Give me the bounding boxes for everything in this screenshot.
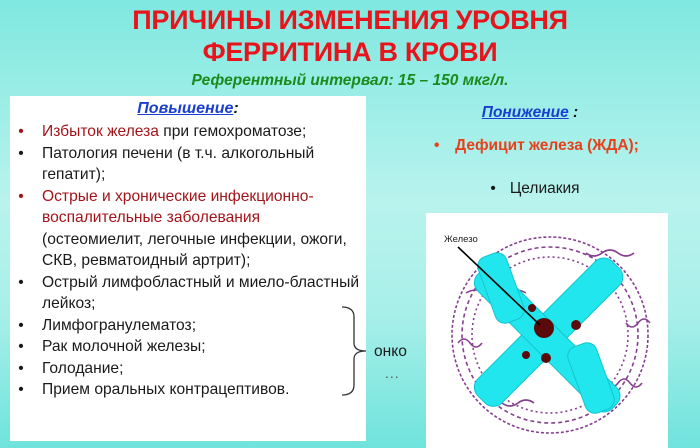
bullet-icon: •: [18, 144, 24, 162]
increase-panel: Повышение: • Избыток железа при гемохром…: [10, 96, 366, 441]
list-item: • Прием оральных контрацептивов.: [10, 379, 366, 401]
list-item: • Лимфогранулематоз;: [10, 315, 366, 337]
bullet-icon: •: [18, 316, 24, 334]
reference-interval: Референтный интервал: 15 – 150 мкг/л.: [191, 72, 509, 89]
decrease-item-1: • Дефицит железа (ЖДА);: [434, 137, 639, 154]
list-item: • Патология печени (в т.ч. алкогольный г…: [10, 143, 366, 186]
curly-brace-icon: [341, 306, 367, 396]
list-item: • Голодание;: [10, 358, 366, 380]
increase-list: • Избыток железа при гемохроматозе; • Па…: [10, 121, 366, 401]
ferritin-structure-image: Железо: [426, 213, 668, 448]
title-line-1: ПРИЧИНЫ ИЗМЕНЕНИЯ УРОВНЯ: [132, 5, 568, 35]
page-title: ПРИЧИНЫ ИЗМЕНЕНИЯ УРОВНЯ ФЕРРИТИНА В КРО…: [0, 4, 700, 68]
list-item: • Острые и хронические инфекционно-воспа…: [10, 186, 366, 272]
decrease-item-2: •Целиакия: [490, 180, 580, 197]
bullet-icon: •: [18, 359, 24, 377]
iron-label: Железо: [444, 234, 478, 245]
onko-ellipsis: ...: [385, 365, 400, 381]
increase-heading: Повышение:: [137, 100, 239, 117]
bullet-icon: •: [18, 381, 24, 398]
title-line-2: ФЕРРИТИНА В КРОВИ: [202, 37, 498, 67]
bullet-icon: •: [18, 338, 24, 355]
ferritin-molecule-icon: [451, 236, 651, 434]
bullet-icon: •: [18, 123, 24, 140]
list-item: • Острый лимфобластный и миело-бластный …: [10, 272, 366, 315]
bullet-icon: •: [18, 273, 24, 291]
bullet-icon: •: [490, 180, 496, 197]
increase-heading-link[interactable]: Повышение: [137, 100, 234, 117]
bullet-icon: •: [18, 187, 24, 205]
bullet-icon: •: [434, 137, 440, 154]
list-item: • Избыток железа при гемохроматозе;: [10, 121, 366, 143]
decrease-heading: Понижение :: [481, 104, 579, 121]
list-item: • Рак молочной железы;: [10, 336, 366, 358]
onko-label: онко: [374, 343, 407, 360]
decrease-heading-link[interactable]: Понижение: [481, 104, 569, 121]
